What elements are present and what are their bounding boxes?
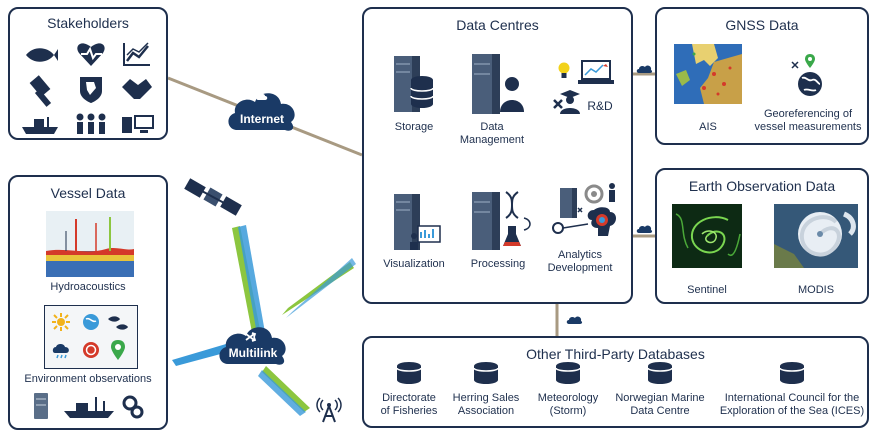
ais-map-image bbox=[674, 44, 742, 104]
modis-image bbox=[774, 204, 858, 268]
database-label: International Council for the Exploratio… bbox=[719, 392, 865, 417]
handshake-icon bbox=[122, 79, 152, 99]
lightbulb-icon bbox=[558, 62, 570, 78]
link-cloud-icon bbox=[636, 65, 653, 73]
fish-school-icon bbox=[108, 316, 128, 330]
database-icon bbox=[779, 362, 805, 384]
compass-icon bbox=[83, 342, 99, 358]
georeference-globe-icon bbox=[791, 54, 822, 96]
database-label: Meteorology (Storm) bbox=[537, 392, 599, 417]
sentinel-label: Sentinel bbox=[687, 284, 727, 296]
data-centres-title: Data Centres bbox=[456, 17, 539, 33]
database-icon bbox=[555, 362, 581, 384]
internet-label: Internet bbox=[239, 112, 284, 126]
gavel-icon bbox=[29, 75, 52, 107]
database-label: Herring Sales Association bbox=[452, 392, 520, 417]
location-pin-icon bbox=[111, 340, 125, 360]
antenna-tower-icon bbox=[316, 397, 342, 423]
echogram-image bbox=[46, 211, 134, 277]
visualization-server-icon bbox=[394, 194, 441, 250]
researcher-icon bbox=[553, 90, 580, 114]
database-icon bbox=[647, 362, 673, 384]
storage-label: Storage bbox=[394, 121, 434, 133]
third-party-title: Other Third-Party Databases bbox=[526, 346, 705, 362]
visualization-label: Visualization bbox=[383, 258, 445, 270]
database-label: Norwegian Marine Data Centre bbox=[615, 392, 705, 417]
modis-label: MODIS bbox=[797, 284, 835, 296]
norway-lion-icon bbox=[80, 77, 102, 103]
server-small-icon bbox=[34, 393, 48, 419]
earth-observation-title: Earth Observation Data bbox=[688, 178, 836, 194]
database-icon bbox=[396, 362, 422, 384]
environment-observations-label: Environment observations bbox=[24, 373, 152, 385]
vessel-data-title: Vessel Data bbox=[50, 185, 126, 201]
link-cloud-icon bbox=[636, 225, 653, 233]
gears-icon bbox=[122, 395, 144, 419]
multilink-cloud-icon bbox=[219, 327, 286, 365]
satellite-icon bbox=[184, 178, 242, 216]
people-icon bbox=[76, 113, 106, 134]
database-icon bbox=[473, 362, 499, 384]
computer-icon bbox=[122, 115, 154, 133]
fish-icon bbox=[26, 48, 58, 62]
rd-label: R&D bbox=[587, 99, 613, 113]
georeferencing-label: Georeferencing of vessel measurements bbox=[754, 108, 862, 133]
analytics-brain-icon bbox=[552, 183, 616, 236]
sentinel-image bbox=[672, 204, 742, 268]
gnss-data-title: GNSS Data bbox=[725, 17, 799, 33]
heart-icon bbox=[77, 43, 105, 66]
stakeholders-title: Stakeholders bbox=[47, 15, 129, 31]
ais-label: AIS bbox=[699, 121, 717, 133]
database-label: Directorate of Fisheries bbox=[380, 392, 438, 417]
data-management-label: Data Management bbox=[459, 121, 525, 146]
multilink-label: Multilink bbox=[228, 346, 278, 360]
processing-label: Processing bbox=[470, 258, 526, 270]
storage-server-icon bbox=[394, 56, 434, 112]
vessel-data-panel: Vessel Data Hydroacoustics Environment o… bbox=[8, 175, 168, 430]
link-cloud-icon bbox=[566, 316, 583, 324]
hydroacoustics-label: Hydroacoustics bbox=[50, 281, 126, 293]
internet-cloud-icon bbox=[228, 93, 295, 131]
laptop-chart-icon bbox=[578, 60, 614, 84]
weather-icon bbox=[52, 344, 69, 359]
globe-icon bbox=[83, 314, 99, 330]
management-server-icon bbox=[472, 54, 524, 114]
sun-icon bbox=[52, 313, 70, 331]
trawler-icon bbox=[64, 397, 114, 418]
chart-icon bbox=[123, 42, 150, 66]
processing-server-icon bbox=[472, 191, 531, 250]
ship-icon bbox=[22, 117, 58, 134]
stakeholders-panel: Stakeholders bbox=[8, 7, 168, 140]
analytics-development-label: Analytics Development bbox=[547, 249, 613, 274]
